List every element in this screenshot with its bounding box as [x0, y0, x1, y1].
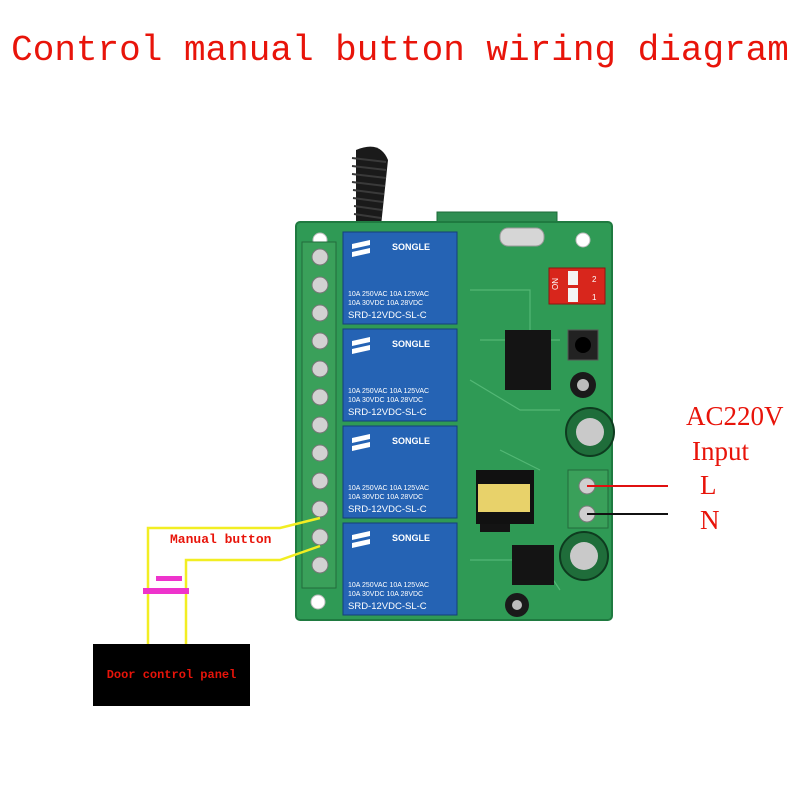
capacitor-icon	[559, 531, 609, 581]
capacitor-icon	[505, 593, 529, 617]
terminal-screw	[311, 276, 329, 294]
relay-rating: 10A 250VAC 10A 125VAC	[348, 582, 429, 589]
neutral-label: N	[700, 505, 720, 535]
relay-1: SONGLE 10A 250VAC 10A 125VAC 10A 30VDC 10A…	[342, 231, 458, 325]
terminal-screw	[311, 360, 329, 378]
relay-brand: SONGLE	[392, 533, 430, 543]
ic-chip	[505, 330, 551, 390]
power-input-voltage: AC220V	[686, 401, 784, 431]
terminal-screw	[311, 556, 329, 574]
live-label: L	[700, 470, 717, 500]
ic-chip	[512, 545, 554, 585]
songle-logo-icon	[352, 434, 370, 451]
relay-brand: SONGLE	[392, 436, 430, 446]
terminal-screw	[311, 416, 329, 434]
songle-logo-icon	[352, 337, 370, 354]
dip-on-label: ON	[551, 278, 560, 290]
relay-rating: 10A 30VDC 10A 28VDC	[348, 494, 423, 501]
transformer	[476, 470, 534, 524]
relay-rating: 10A 250VAC 10A 125VAC	[348, 291, 429, 298]
relay-rating: 10A 250VAC 10A 125VAC	[348, 485, 429, 492]
dip-pos2-label: 2	[592, 275, 597, 284]
power-terminal-block	[567, 469, 609, 529]
manual-push-button[interactable]	[143, 576, 189, 594]
relay-model: SRD-12VDC-SL-C	[348, 310, 427, 321]
relay-4: SONGLE 10A 250VAC 10A 125VAC 10A 30VDC 10A…	[342, 522, 458, 616]
crystal-oscillator	[499, 227, 545, 247]
songle-logo-icon	[352, 240, 370, 257]
capacitor-icon	[565, 407, 615, 457]
capacitor-icon	[570, 372, 596, 398]
relay-rating: 10A 30VDC 10A 28VDC	[348, 397, 423, 404]
terminal-screw	[311, 444, 329, 462]
relay-rating: 10A 250VAC 10A 125VAC	[348, 388, 429, 395]
relay-brand: SONGLE	[392, 339, 430, 349]
door-control-panel-label: Door control panel	[106, 668, 237, 682]
relay-rating: 10A 30VDC 10A 28VDC	[348, 591, 423, 598]
diagram-title: Control manual button wiring diagram	[11, 30, 789, 71]
learn-push-button[interactable]	[567, 329, 599, 361]
dip-pos1-label: 1	[592, 293, 597, 302]
terminal-screw	[311, 248, 329, 266]
terminal-screw	[311, 388, 329, 406]
relay-model: SRD-12VDC-SL-C	[348, 407, 427, 418]
relay-brand: SONGLE	[392, 242, 430, 252]
terminal-screw	[311, 472, 329, 490]
terminal-screw	[311, 332, 329, 350]
terminal-screw	[311, 500, 329, 518]
power-input-word: Input	[692, 436, 749, 466]
terminal-screw	[311, 304, 329, 322]
relay-model: SRD-12VDC-SL-C	[348, 601, 427, 612]
relay-model: SRD-12VDC-SL-C	[348, 504, 427, 515]
relay-rating: 10A 30VDC 10A 28VDC	[348, 300, 423, 307]
relay-2: SONGLE 10A 250VAC 10A 125VAC 10A 30VDC 10A…	[342, 328, 458, 422]
door-control-panel: Door control panel	[93, 644, 250, 706]
terminal-screw	[311, 528, 329, 546]
relay-3: SONGLE 10A 250VAC 10A 125VAC 10A 30VDC 10A…	[342, 425, 458, 519]
dip-switch[interactable]: ON 2 1	[548, 267, 606, 305]
manual-button-label: Manual button	[170, 532, 272, 547]
left-terminal-block	[301, 241, 337, 589]
manual-button-wire	[146, 516, 321, 644]
songle-logo-icon	[352, 531, 370, 548]
